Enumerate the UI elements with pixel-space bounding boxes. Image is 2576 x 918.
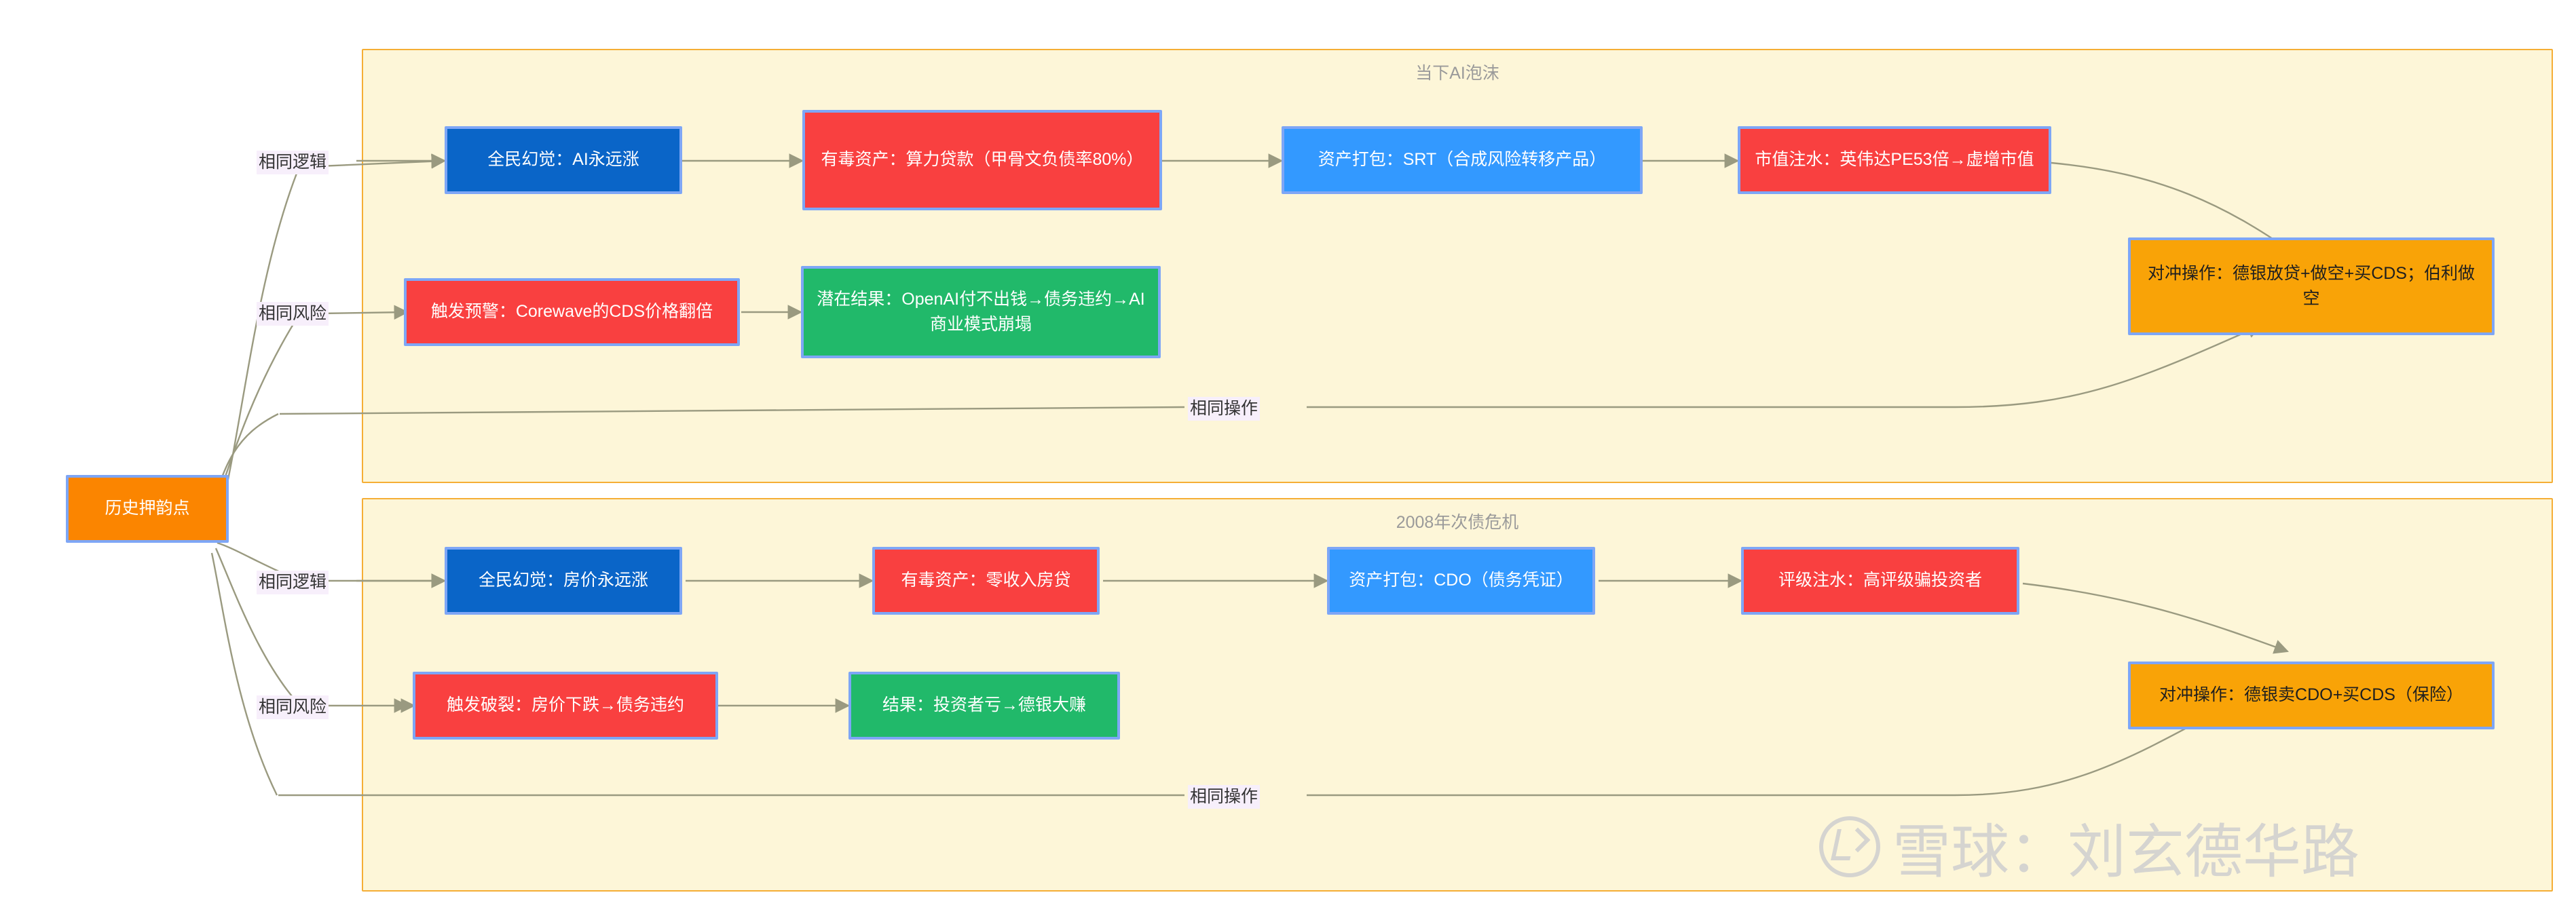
node-a6-potential-outcome-openai-default[interactable]: 潜在结果：OpenAI付不出钱→债务违约→AI商业模式崩塌: [801, 266, 1161, 358]
node-a3-asset-packaging-srt[interactable]: 资产打包：SRT（合成风险转移产品）: [1282, 126, 1643, 194]
node-a7-hedge-operation-db-short-cds[interactable]: 对冲操作：德银放贷+做空+买CDS；伯利做空: [2128, 237, 2495, 335]
node-history-rhyme[interactable]: 历史押韵点: [66, 475, 229, 543]
subgraph-title-subprime-2008: 2008年次债危机: [1396, 513, 1519, 532]
edge-label-same-logic-bottom: 相同逻辑: [257, 571, 329, 594]
node-label: 历史押韵点: [105, 499, 190, 518]
node-b7-hedge-operation-db-sell-cdo[interactable]: 对冲操作：德银卖CDO+买CDS（保险）: [2128, 662, 2495, 729]
node-label: 对冲操作：德银放贷+做空+买CDS；伯利做空: [2148, 263, 2475, 309]
node-a5-warning-trigger-corewave-cds[interactable]: 触发预警：Corewave的CDS价格翻倍: [404, 278, 740, 346]
edge-label-same-risk-top: 相同风险: [257, 302, 329, 326]
node-label: 有毒资产：算力贷款（甲骨文负债率80%）: [821, 150, 1144, 170]
node-label: 资产打包：CDO（债务凭证）: [1349, 571, 1573, 590]
node-label: 资产打包：SRT（合成风险转移产品）: [1318, 150, 1607, 170]
node-label: 全民幻觉：AI永远涨: [487, 150, 639, 170]
node-label: 触发破裂：房价下跌→债务违约: [446, 695, 684, 715]
node-b5-trigger-burst-housing-drop[interactable]: 触发破裂：房价下跌→债务违约: [413, 672, 718, 740]
node-b4-rating-inflation[interactable]: 评级注水：高评级骗投资者: [1741, 547, 2019, 615]
node-a1-universal-illusion-ai[interactable]: 全民幻觉：AI永远涨: [445, 126, 682, 194]
node-b1-universal-illusion-housing[interactable]: 全民幻觉：房价永远涨: [445, 547, 682, 615]
edge-label-same-logic-top: 相同逻辑: [257, 151, 329, 174]
node-label: 全民幻觉：房价永远涨: [478, 571, 648, 590]
node-label: 对冲操作：德银卖CDO+买CDS（保险）: [2159, 685, 2463, 705]
edge-label-same-action-top: 相同操作: [1188, 397, 1261, 421]
node-a4-market-cap-inflation-nvidia[interactable]: 市值注水：英伟达PE53倍→虚增市值: [1738, 126, 2051, 194]
node-label: 评级注水：高评级骗投资者: [1778, 571, 1982, 590]
node-label: 有毒资产：零收入房贷: [901, 571, 1071, 590]
node-label: 潜在结果：OpenAI付不出钱→债务违约→AI商业模式崩塌: [817, 289, 1145, 334]
node-b2-toxic-asset-no-income-mortgage[interactable]: 有毒资产：零收入房贷: [872, 547, 1100, 615]
node-label: 触发预警：Corewave的CDS价格翻倍: [430, 302, 713, 322]
node-label: 结果：投资者亏→德银大赚: [882, 695, 1086, 715]
node-label: 市值注水：英伟达PE53倍→虚增市值: [1755, 150, 2034, 170]
edge-label-same-action-bottom: 相同操作: [1188, 785, 1261, 809]
edge-label-same-risk-bottom: 相同风险: [257, 695, 329, 719]
subgraph-title-ai-bubble: 当下AI泡沫: [1415, 64, 1499, 83]
node-a2-toxic-asset-compute-loans[interactable]: 有毒资产：算力贷款（甲骨文负债率80%）: [802, 110, 1162, 210]
node-b3-asset-packaging-cdo[interactable]: 资产打包：CDO（债务凭证）: [1327, 547, 1595, 615]
node-b6-result-investors-lose[interactable]: 结果：投资者亏→德银大赚: [848, 672, 1120, 740]
